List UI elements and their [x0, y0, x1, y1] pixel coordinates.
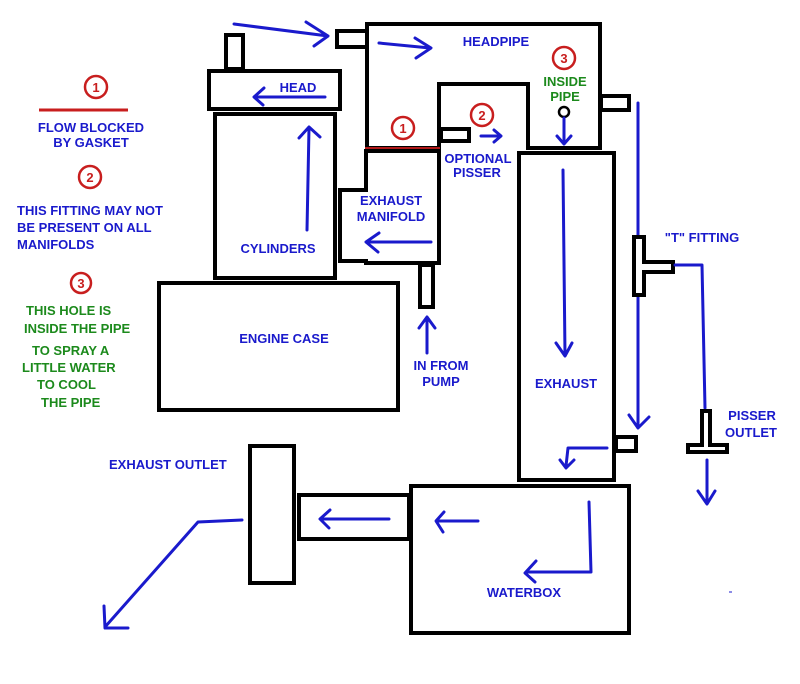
legend-3-line-3: TO SPRAY A — [32, 343, 110, 358]
exhaust-bottom-arrow — [558, 446, 609, 470]
connector-pipe — [297, 493, 411, 541]
pisser-line — [673, 263, 707, 410]
marker-circle-3 — [69, 271, 93, 295]
optional-pisser-label-2: PISSER — [453, 165, 501, 180]
optional-pisser-arrow — [479, 128, 503, 144]
marker-number-2: 2 — [86, 170, 93, 185]
exhaust-outlet-label: EXHAUST OUTLET — [109, 457, 227, 472]
optional-pisser-fitting — [439, 127, 471, 143]
marker-circle-2-diagram — [469, 102, 495, 128]
waterbox-box — [409, 484, 631, 635]
legend-item-2: 2 THIS FITTING MAY NOT BE PRESENT ON ALL… — [17, 164, 163, 252]
legend-item-3: 3 THIS HOLE IS INSIDE THE PIPE TO SPRAY … — [22, 271, 131, 410]
t-fitting-shape — [632, 235, 675, 297]
t-fitting: "T" FITTING — [632, 230, 739, 410]
inside-pipe-label-1: INSIDE — [543, 74, 587, 89]
exhaust: EXHAUST — [517, 151, 638, 482]
headpipe: HEADPIPE 3 INSIDE PIPE 1 — [335, 22, 631, 150]
cylinders-flow-arrow — [297, 125, 322, 232]
headpipe-side-fitting — [599, 94, 631, 112]
legend-3-line-2: INSIDE THE PIPE — [24, 321, 131, 336]
spray-hole-icon — [557, 105, 571, 119]
pisser-outlet-label-1: PISSER — [728, 408, 776, 423]
legend-3-line-4: LITTLE WATER — [22, 360, 116, 375]
optional-pisser-label-1: OPTIONAL — [444, 151, 511, 166]
headpipe-inlet-fitting — [335, 29, 369, 49]
legend: 1 FLOW BLOCKED BY GASKET 2 THIS FITTING … — [17, 74, 163, 410]
engine-case-label: ENGINE CASE — [239, 331, 329, 346]
pisser-outlet: PISSER OUTLET — [686, 408, 777, 506]
exhaust-box — [517, 151, 616, 482]
in-from-pump-label-2: PUMP — [422, 374, 460, 389]
exhaust-manifold: EXHAUST MANIFOLD 2 OPTIONAL PISSER IN FR… — [338, 102, 512, 389]
spray-hole-arrow — [555, 116, 573, 146]
marker-circle-2 — [77, 164, 103, 190]
marker-circle-1-diagram — [390, 115, 416, 141]
legend-3-line-6: THE PIPE — [41, 395, 101, 410]
headpipe-flow-arrow — [377, 36, 433, 60]
pump-inlet-fitting — [418, 263, 435, 309]
pisser-outlet-fitting — [686, 409, 729, 454]
in-from-pump-label-1: IN FROM — [414, 358, 469, 373]
waterbox-outflow-arrow — [434, 510, 480, 534]
marker-number-1: 1 — [92, 80, 99, 95]
inside-pipe-label-2: PIPE — [550, 89, 580, 104]
headpipe-inlet-arrow — [232, 20, 330, 48]
exhaust-manifold-label-2: MANIFOLD — [357, 209, 426, 224]
t-fitting-label: "T" FITTING — [665, 230, 739, 245]
headpipe-label: HEADPIPE — [463, 34, 530, 49]
engine-case-box — [157, 281, 400, 412]
exhaust-label: EXHAUST — [535, 376, 597, 391]
pump-inlet-arrow — [417, 315, 437, 355]
legend-1-line-1: FLOW BLOCKED — [38, 120, 144, 135]
exhaust-outlet-arrow — [102, 518, 244, 630]
head-label: HEAD — [280, 80, 317, 95]
waterbox-inner-arrow — [523, 500, 593, 584]
legend-item-1: 1 FLOW BLOCKED BY GASKET — [38, 74, 144, 150]
exhaust-flow-arrow — [554, 168, 574, 358]
exhaust-outlet-flange — [248, 444, 296, 585]
engine: ENGINE CASE CYLINDERS HEAD — [157, 33, 400, 412]
marker-number-2-diagram: 2 — [478, 108, 485, 123]
legend-2-line-3: MANIFOLDS — [17, 237, 95, 252]
head-fitting — [224, 33, 245, 71]
pisser-outlet-arrow — [696, 458, 717, 506]
connector-flow-arrow — [318, 508, 391, 530]
head-box — [207, 69, 342, 111]
waterbox: WATERBOX — [409, 484, 631, 635]
exhaust-outlet: EXHAUST OUTLET — [102, 444, 296, 630]
head-flow-arrow — [252, 86, 327, 107]
legend-1-line-2: BY GASKET — [53, 135, 129, 150]
cylinders-box — [213, 112, 337, 280]
marker-number-3-diagram: 3 — [560, 51, 567, 66]
marker-circle-3-diagram — [551, 45, 577, 71]
cylinders-label: CYLINDERS — [240, 241, 315, 256]
marker-number-3: 3 — [77, 276, 84, 291]
legend-2-line-2: BE PRESENT ON ALL — [17, 220, 152, 235]
exhaust-manifold-label-1: EXHAUST — [360, 193, 422, 208]
legend-2-line-1: THIS FITTING MAY NOT — [17, 203, 163, 218]
exhaust-side-fitting — [614, 435, 638, 453]
pisser-outlet-label-2: OUTLET — [725, 425, 777, 440]
exhaust-manifold-body — [338, 149, 441, 265]
marker-circle-1 — [83, 74, 109, 100]
waterbox-label: WATERBOX — [487, 585, 561, 600]
manifold-flow-arrow — [364, 231, 433, 254]
legend-3-line-5: TO COOL — [37, 377, 96, 392]
marker-number-1-diagram: 1 — [399, 121, 406, 136]
legend-3-line-1: THIS HOLE IS — [26, 303, 112, 318]
water-line-down — [627, 101, 651, 430]
